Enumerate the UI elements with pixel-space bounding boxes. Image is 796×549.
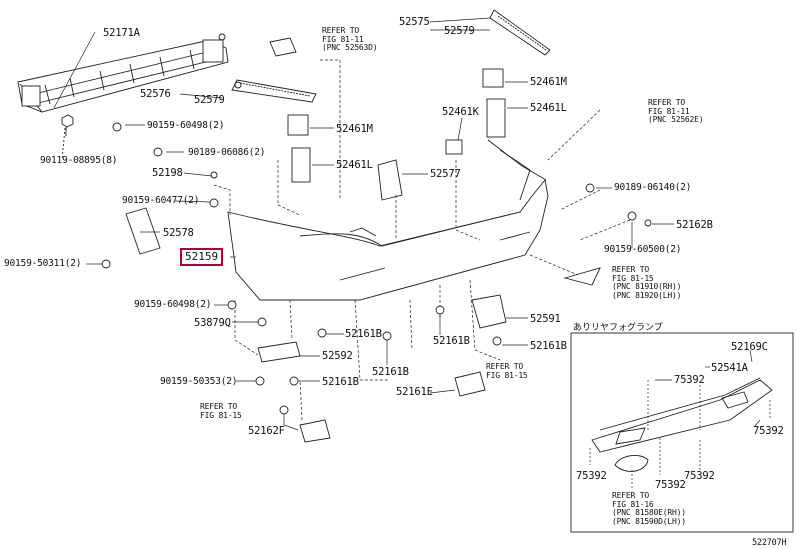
refer-note-fig81-15-a[interactable]: REFER TO FIG 81-15: [486, 362, 528, 380]
label-52591[interactable]: 52591: [530, 313, 561, 325]
label-90159-60477[interactable]: 90159-60477(2): [122, 195, 200, 206]
label-52198[interactable]: 52198: [152, 167, 183, 179]
label-90189-06140[interactable]: 90189-06140(2): [614, 182, 692, 193]
label-52161B-b[interactable]: 52161B: [372, 366, 409, 378]
label-52461M-b[interactable]: 52461M: [530, 76, 567, 88]
pad-52461M-b: [482, 68, 504, 88]
label-90159-60498-b[interactable]: 90159-60498(2): [134, 299, 212, 310]
pad-52461M-a: [287, 114, 309, 136]
refer-note-52562E[interactable]: REFER TO FIG 81-11 (PNC 52562E): [648, 98, 704, 125]
diagram-id: 522707H: [752, 538, 787, 548]
label-75392-b[interactable]: 75392: [753, 425, 784, 437]
label-52461L-b[interactable]: 52461L: [530, 102, 567, 114]
pad-52461L-b: [486, 98, 506, 138]
label-52162F[interactable]: 52162F: [248, 425, 285, 437]
label-52169C[interactable]: 52169C: [731, 341, 768, 353]
label-52576[interactable]: 52576: [140, 88, 171, 100]
bumper-reinforcement-drawing: [17, 39, 229, 113]
label-52161B-d[interactable]: 52161B: [530, 340, 567, 352]
label-90159-50311[interactable]: 90159-50311(2): [4, 258, 82, 269]
pad-52461K: [445, 139, 463, 155]
refer-note-fig81-15-b[interactable]: REFER TO FIG 81-15: [200, 402, 242, 420]
label-75392-c[interactable]: 75392: [576, 470, 607, 482]
inset-bumper-drawing: [591, 377, 773, 472]
label-52161B-c[interactable]: 52161B: [433, 335, 470, 347]
label-52159-highlighted[interactable]: 52159: [180, 248, 224, 266]
label-52162B[interactable]: 52162B: [676, 219, 713, 231]
label-90119-08895[interactable]: 90119-08895(8): [40, 155, 118, 166]
label-52575[interactable]: 52575: [399, 16, 430, 28]
label-52161B-e[interactable]: 52161B: [322, 376, 359, 388]
label-90159-60500[interactable]: 90159-60500(2): [604, 244, 682, 255]
label-52541A[interactable]: 52541A: [711, 362, 748, 374]
label-52461M-a[interactable]: 52461M: [336, 123, 373, 135]
pad-52461L-a: [291, 147, 311, 183]
label-52592[interactable]: 52592: [322, 350, 353, 362]
label-52461L-a[interactable]: 52461L: [336, 159, 373, 171]
rail-52575-drawing: [489, 9, 551, 56]
label-75392-e[interactable]: 75392: [655, 479, 686, 491]
label-52461K[interactable]: 52461K: [442, 106, 479, 118]
bolt-drawing: [61, 114, 74, 136]
refer-note-81580E[interactable]: REFER TO FIG 81-16 (PNC 81580E(RH)) (PNC…: [612, 491, 686, 526]
label-52171A[interactable]: 52171A: [103, 27, 140, 39]
label-52161E[interactable]: 52161E: [396, 386, 433, 398]
label-53879Q[interactable]: 53879Q: [194, 317, 231, 329]
refer-note-52563D[interactable]: REFER TO FIG 81-11 (PNC 52563D): [322, 26, 378, 53]
label-52161B-a[interactable]: 52161B: [345, 328, 382, 340]
inset-frame: [570, 332, 794, 533]
label-90189-06086[interactable]: 90189-06086(2): [188, 147, 266, 158]
label-52579-b[interactable]: 52579: [444, 25, 475, 37]
bracket-52578-drawing: [125, 207, 161, 255]
label-75392-d[interactable]: 75392: [684, 470, 715, 482]
rail-52576-drawing: [231, 79, 317, 103]
bumper-cover-drawing: [227, 139, 549, 301]
label-75392-a[interactable]: 75392: [674, 374, 705, 386]
label-52578[interactable]: 52578: [163, 227, 194, 239]
refer-note-81910[interactable]: REFER TO FIG 81-15 (PNC 81910(RH)) (PNC …: [612, 265, 682, 300]
inset-title: ありリヤフォグランプ: [573, 323, 663, 333]
label-90159-60498-a[interactable]: 90159-60498(2): [147, 120, 225, 131]
label-52579-a[interactable]: 52579: [194, 94, 225, 106]
label-52577[interactable]: 52577: [430, 168, 461, 180]
label-90159-50353[interactable]: 90159-50353(2): [160, 376, 238, 387]
bracket-52577-drawing: [377, 159, 403, 201]
